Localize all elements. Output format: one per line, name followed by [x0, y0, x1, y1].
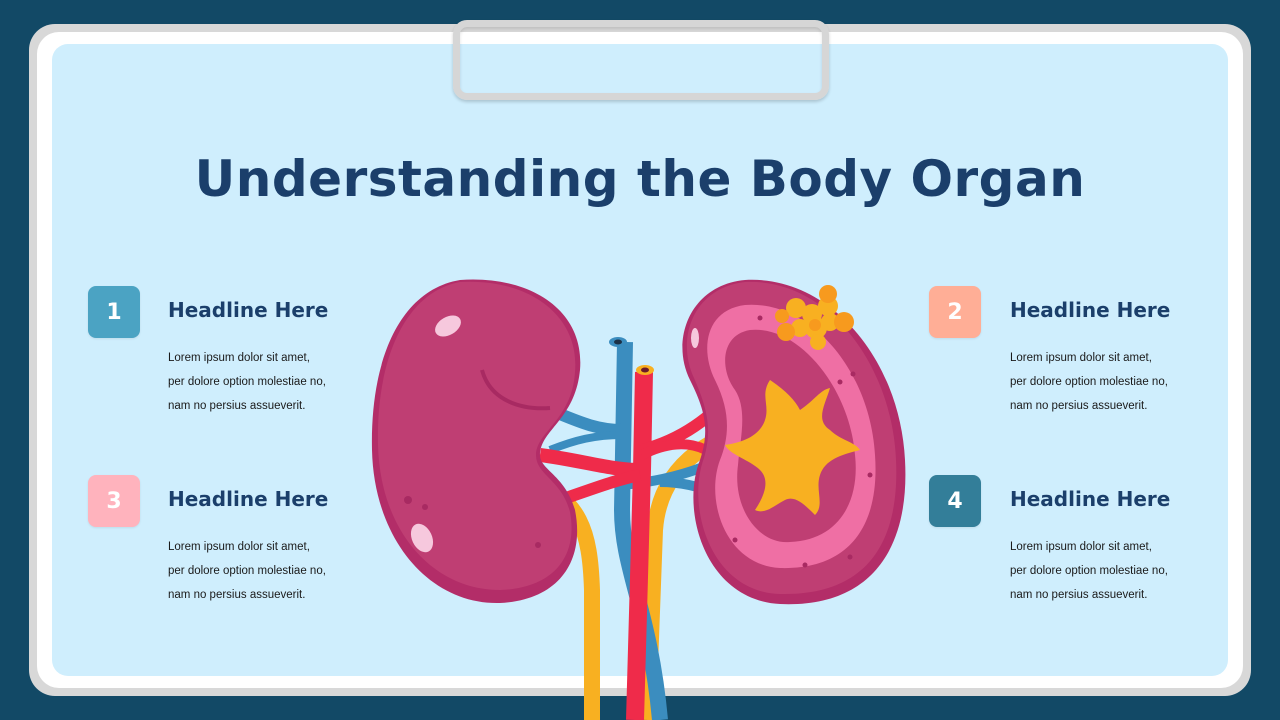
body-line: per dolore option molestiae no,	[1010, 565, 1168, 577]
slide-title: Understanding the Body Organ	[194, 150, 1086, 208]
body-line: per dolore option molestiae no,	[1010, 376, 1168, 388]
body-line: nam no persius assueverit.	[1010, 400, 1148, 412]
body-line: Lorem ipsum dolor sit amet,	[1010, 352, 1152, 364]
clipboard-clip	[453, 20, 829, 100]
headline-1: Headline Here	[168, 298, 329, 322]
body-text-3: Lorem ipsum dolor sit amet, per dolore o…	[168, 535, 326, 607]
body-line: Lorem ipsum dolor sit amet,	[168, 541, 310, 553]
number-badge-4: 4	[929, 475, 981, 527]
headline-2: Headline Here	[1010, 298, 1171, 322]
body-line: per dolore option molestiae no,	[168, 565, 326, 577]
number-badge-1: 1	[88, 286, 140, 338]
number-badge-3: 3	[88, 475, 140, 527]
headline-3: Headline Here	[168, 487, 329, 511]
body-line: nam no persius assueverit.	[1010, 589, 1148, 601]
body-text-4: Lorem ipsum dolor sit amet, per dolore o…	[1010, 535, 1168, 607]
headline-4: Headline Here	[1010, 487, 1171, 511]
body-line: per dolore option molestiae no,	[168, 376, 326, 388]
kidneys-illustration-icon	[371, 279, 906, 720]
body-line: Lorem ipsum dolor sit amet,	[168, 352, 310, 364]
body-text-1: Lorem ipsum dolor sit amet, per dolore o…	[168, 346, 326, 418]
body-text-2: Lorem ipsum dolor sit amet, per dolore o…	[1010, 346, 1168, 418]
body-line: nam no persius assueverit.	[168, 589, 306, 601]
body-line: nam no persius assueverit.	[168, 400, 306, 412]
body-line: Lorem ipsum dolor sit amet,	[1010, 541, 1152, 553]
number-badge-2: 2	[929, 286, 981, 338]
